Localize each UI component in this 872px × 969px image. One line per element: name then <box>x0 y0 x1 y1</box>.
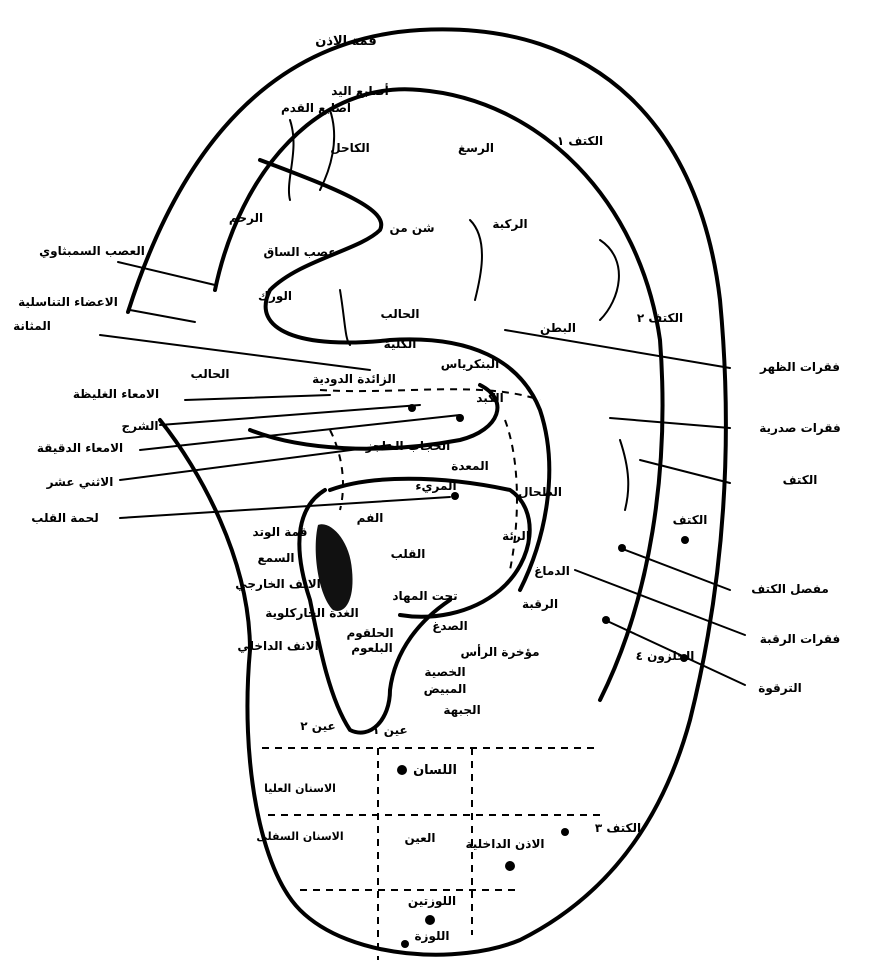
label-tonsil: اللوزتين <box>408 894 456 909</box>
label-upper-teeth: الاسنان العليا <box>264 782 336 795</box>
label-occiput: مؤخرة الرأس <box>460 644 539 660</box>
label-esophagus: المريء <box>415 479 456 493</box>
label-forehead: الجبهة <box>443 703 480 717</box>
label-appendix: الزائدة الدودية <box>312 372 396 387</box>
label-pancreas: البنكرياس <box>441 357 499 371</box>
label-testis: الخصية <box>424 665 465 679</box>
label-shoulder-joint: مفصل الكتف <box>751 582 829 596</box>
label-cervical: فقرات الرقبة <box>760 632 840 646</box>
label-eye2: عين ٢ <box>300 719 335 733</box>
label-bladder: المثانة <box>13 319 51 333</box>
label-knee-upper: الركبة <box>492 217 527 231</box>
label-wrist: الرسغ <box>458 141 494 155</box>
label-kidney: الكلية <box>384 337 417 351</box>
label-thoracic: فقرات صدرية <box>759 421 841 435</box>
label-toes: أصابع القدم <box>281 100 351 116</box>
label-ovary: المبيض <box>424 682 467 696</box>
label-shenmen: شن من <box>389 221 434 235</box>
label-thoracic-vertebrae: فقرات الظهر <box>759 360 840 374</box>
label-stomach: المعدة <box>451 459 488 473</box>
label-external-nose: الانف الخارجي <box>235 577 321 591</box>
label-tongue: اللسان <box>413 763 457 778</box>
label-thyroid: الترقوة <box>758 681 801 696</box>
label-clavicle2: الكتف ٢ <box>637 311 683 325</box>
label-lower-teeth: الاسنان السفلى <box>256 830 343 843</box>
label-external-genitals: الاعضاء التناسلية <box>18 295 118 309</box>
label-tragus-top: قمة الوتد <box>253 525 308 540</box>
label-liver: الكبد <box>476 391 503 405</box>
label-abdomen: البطن <box>540 321 576 335</box>
label-uterus: الرحم <box>229 211 263 225</box>
label-inner-ear: الاذن الداخلية <box>465 837 544 851</box>
label-brain: الدماغ <box>534 564 570 578</box>
label-helix4: الحلزون ٤ <box>636 649 695 664</box>
label-clavicle1: الكتف ١ <box>557 134 603 148</box>
label-hip: الورك <box>258 289 292 304</box>
label-sympathetic: العصب السمبثاوي <box>39 244 145 259</box>
label-fingers: أصابع اليد <box>331 83 389 98</box>
label-shoulder: الكتف <box>783 473 818 487</box>
label-top: قمة الاذن <box>315 34 377 49</box>
label-eye: العين <box>404 831 435 845</box>
label-tonsil2: اللوزة <box>414 929 449 944</box>
label-small-intestine: الامعاء الدقيقة <box>37 441 123 455</box>
label-duodenum: الاثني عشر <box>46 475 114 489</box>
label-internal-nose: الانف الداخلي <box>237 639 318 653</box>
label-heel: الكاحل <box>330 141 369 155</box>
label-rectum: الشرج <box>122 419 159 433</box>
label-lung-upper: الرئة <box>502 529 530 543</box>
label-sciatic: عصب الساق <box>264 245 337 259</box>
label-adrenal: الغدة الجاركلوية <box>265 606 358 621</box>
label-heart: القلب <box>391 547 426 561</box>
label-clavicle3: الكتف ٣ <box>595 821 641 835</box>
label-ear-canal: السمع <box>257 551 294 565</box>
label-temple: الصدغ <box>432 619 468 633</box>
label-diaphragm: الحجاب الحاجز <box>365 439 451 453</box>
label-spleen: الطحال <box>518 485 562 499</box>
label-clavicle: الكتف <box>673 513 708 527</box>
label-eye1: عين ١ <box>372 723 407 737</box>
label-large-intestine: الامعاء الغليظة <box>73 387 159 401</box>
label-trachea: الحلقوم <box>346 626 393 641</box>
label-ureter: الحالب <box>381 307 420 321</box>
label-mouth: الفم <box>357 511 384 525</box>
label-throat: البلعوم <box>351 641 393 656</box>
label-pituitary: تحت المهاد <box>392 589 457 603</box>
label-neck: الرقبة <box>522 597 558 611</box>
label-heart-tip: لحمة القلب <box>31 511 99 525</box>
tragus-dark-region <box>316 524 353 611</box>
label-ureter-l: الحالب <box>191 367 230 381</box>
